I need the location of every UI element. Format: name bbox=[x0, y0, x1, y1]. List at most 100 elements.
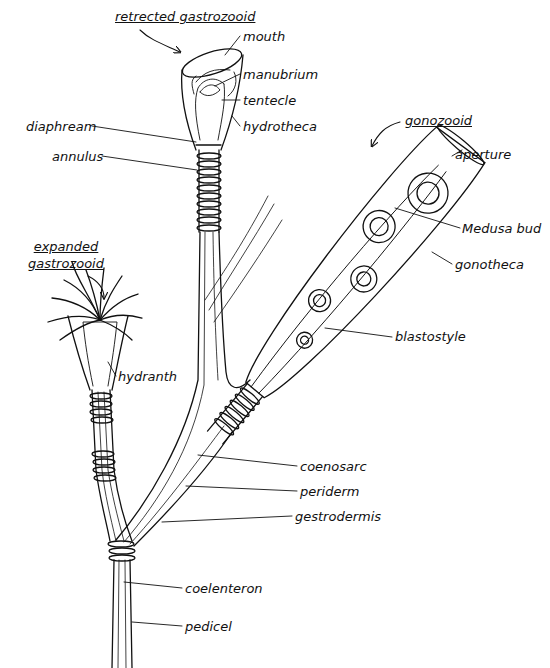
leader-lines bbox=[198, 455, 297, 466]
part-label: coelenteron bbox=[185, 580, 263, 597]
retracted-gastrozooid bbox=[197, 193, 221, 199]
retracted-gastrozooid bbox=[197, 217, 221, 223]
zooid-heading: gonozooid bbox=[405, 112, 472, 129]
zooid-heading: retrected gastrozooid bbox=[115, 8, 255, 25]
leader-lines bbox=[215, 74, 240, 86]
retracted-gastrozooid bbox=[197, 201, 221, 207]
retracted-gastrozooid bbox=[182, 70, 196, 150]
main-stem bbox=[205, 196, 268, 300]
retracted-gastrozooid bbox=[218, 150, 219, 232]
pedicel-stalk bbox=[112, 560, 114, 668]
pointer-arrows bbox=[140, 30, 180, 52]
expanded-stalk bbox=[94, 475, 116, 481]
expanded-hydranth bbox=[48, 316, 100, 322]
expanded-stalk bbox=[91, 417, 113, 423]
part-label: gonotheca bbox=[455, 256, 524, 273]
part-label: hydrotheca bbox=[243, 118, 317, 135]
expanded-stalk bbox=[93, 467, 115, 473]
retracted-gastrozooid bbox=[198, 150, 199, 232]
main-stem bbox=[116, 196, 282, 546]
gonozooid bbox=[259, 171, 449, 396]
gonozooid bbox=[357, 204, 402, 249]
gonozooid bbox=[400, 165, 456, 221]
expanded-stalk bbox=[93, 459, 115, 465]
part-label: coenosarc bbox=[300, 458, 367, 475]
retracted-gastrozooid bbox=[197, 161, 221, 167]
leader-lines bbox=[92, 126, 196, 142]
retracted-gastrozooid bbox=[197, 185, 221, 191]
part-label: mouth bbox=[243, 28, 285, 45]
retracted-gastrozooid bbox=[197, 225, 221, 231]
expanded-hydranth bbox=[100, 276, 122, 320]
leader-lines bbox=[102, 156, 197, 170]
pointer-arrows bbox=[88, 276, 104, 298]
retracted-gastrozooid bbox=[228, 72, 236, 96]
leader-lines bbox=[124, 582, 182, 588]
gonozooid bbox=[311, 292, 328, 309]
expanded-stalk bbox=[90, 390, 132, 541]
retracted-gastrozooid bbox=[179, 43, 245, 232]
expanded-hydranth bbox=[100, 320, 132, 340]
part-label: aperture bbox=[455, 146, 511, 163]
part-label: tentecle bbox=[243, 92, 296, 109]
leader-lines bbox=[222, 100, 240, 101]
main-stem bbox=[130, 426, 224, 544]
expanded-stalk bbox=[90, 401, 112, 407]
main-stem bbox=[116, 232, 200, 540]
part-label: periderm bbox=[300, 483, 359, 500]
pedicel-stalk bbox=[109, 555, 135, 561]
expanded-hydranth bbox=[83, 322, 117, 386]
part-label: gestrodermis bbox=[295, 508, 381, 525]
expanded-hydranth bbox=[60, 320, 100, 340]
leader-lines bbox=[395, 208, 460, 228]
pedicel-stalk bbox=[125, 560, 126, 668]
leader-lines bbox=[432, 252, 452, 264]
pointer-arrows bbox=[88, 30, 400, 298]
retracted-gastrozooid bbox=[196, 144, 221, 145]
retracted-gastrozooid bbox=[200, 85, 220, 96]
gonozooid bbox=[189, 119, 490, 459]
gonozooid bbox=[354, 269, 374, 289]
retracted-gastrozooid bbox=[196, 79, 224, 140]
gonozooid bbox=[299, 335, 310, 346]
leader-lines bbox=[225, 36, 240, 55]
expanded-hydranth bbox=[100, 315, 142, 320]
part-label: pedicel bbox=[185, 618, 232, 635]
part-label: annulus bbox=[52, 148, 103, 165]
part-label: hydranth bbox=[118, 368, 177, 385]
leader-lines bbox=[162, 516, 292, 522]
expanded-stalk bbox=[110, 390, 132, 541]
retracted-gastrozooid bbox=[196, 70, 230, 83]
pedicel-stalk bbox=[109, 548, 135, 554]
gonozooid bbox=[293, 329, 316, 352]
part-label: manubrium bbox=[243, 66, 318, 83]
leader-lines bbox=[186, 486, 297, 491]
retracted-gastrozooid bbox=[218, 84, 225, 140]
leader-lines bbox=[232, 116, 240, 126]
expanded-stalk bbox=[90, 393, 112, 399]
retracted-gastrozooid bbox=[197, 169, 221, 175]
retracted-gastrozooid bbox=[197, 153, 221, 159]
gonozooid bbox=[239, 386, 261, 406]
gonozooid bbox=[229, 122, 488, 412]
pointer-arrows bbox=[372, 122, 400, 146]
zooid-heading: expanded gastrozooid bbox=[16, 238, 116, 272]
leader-lines bbox=[108, 362, 116, 376]
part-label: Medusa bud bbox=[462, 220, 541, 237]
pedicel-stalk bbox=[130, 560, 132, 668]
main-stem bbox=[213, 232, 218, 380]
main-stem bbox=[134, 432, 232, 546]
retracted-gastrozooid bbox=[197, 209, 221, 215]
gonozooid bbox=[366, 214, 391, 239]
part-label: blastostyle bbox=[395, 328, 466, 345]
main-stem bbox=[124, 232, 205, 542]
expanded-stalk bbox=[92, 451, 114, 457]
gonozooid bbox=[346, 261, 383, 298]
retracted-gastrozooid bbox=[197, 177, 221, 183]
part-label: diaphream bbox=[26, 118, 96, 135]
expanded-stalk bbox=[90, 409, 112, 415]
leader-lines bbox=[325, 328, 392, 337]
pedicel-stalk bbox=[118, 560, 119, 668]
pedicel-stalk bbox=[108, 541, 135, 668]
